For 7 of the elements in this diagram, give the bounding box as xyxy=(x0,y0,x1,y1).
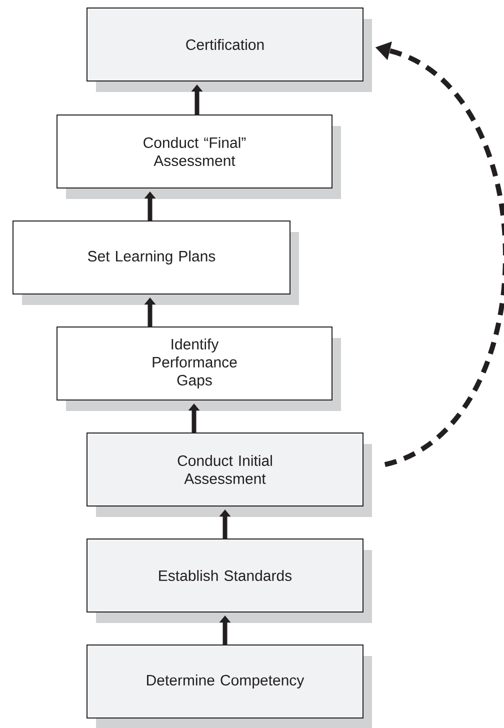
step-box: Identify Performance Gaps xyxy=(56,326,341,411)
step-box: Conduct Initial Assessment xyxy=(86,432,372,517)
step-box: Determine Competency xyxy=(86,644,372,728)
step-box: Establish Standards xyxy=(86,538,372,623)
step-box: Conduct “Final” Assessment xyxy=(56,114,341,199)
step-box: Set Learning Plans xyxy=(12,220,299,305)
step-box: Certification xyxy=(86,8,372,92)
